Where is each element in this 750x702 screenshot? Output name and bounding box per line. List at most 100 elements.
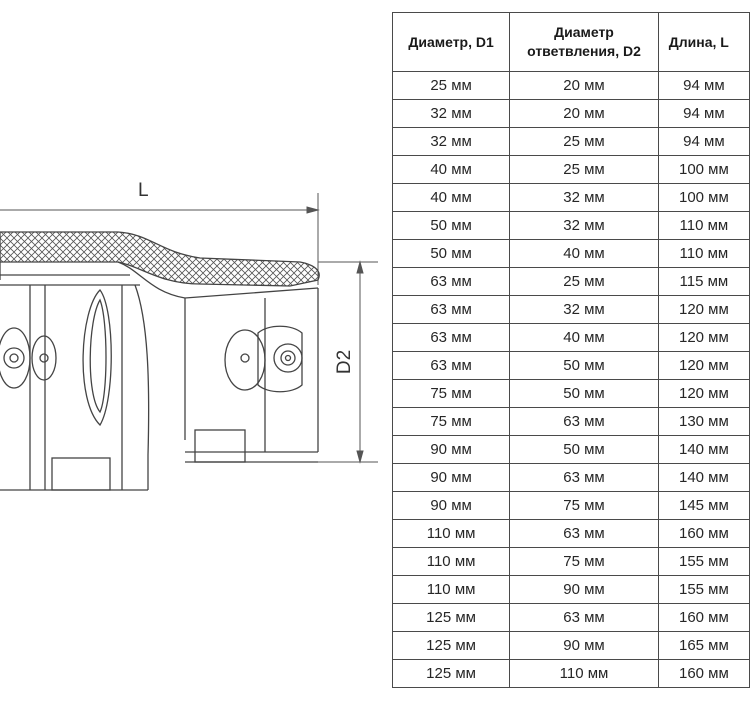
cell-length: 115 мм — [657, 267, 750, 296]
cell-diameter-d1: 110 мм — [391, 519, 511, 548]
cell-diameter-d1: 125 мм — [391, 659, 511, 688]
cell-length: 100 мм — [657, 183, 750, 212]
length-label: L — [138, 180, 149, 201]
cell-branch-diameter-d2: 32 мм — [509, 183, 659, 212]
cell-length: 140 мм — [657, 435, 750, 464]
cell-branch-diameter-d2: 20 мм — [509, 71, 659, 100]
cell-branch-diameter-d2: 40 мм — [509, 323, 659, 352]
header-d2-line2: ответвления, D2 — [527, 43, 641, 59]
cell-diameter-d1: 125 мм — [391, 631, 511, 660]
cell-branch-diameter-d2: 25 мм — [509, 155, 659, 184]
cell-branch-diameter-d2: 63 мм — [509, 603, 659, 632]
cell-diameter-d1: 90 мм — [391, 491, 511, 520]
cell-diameter-d1: 63 мм — [391, 267, 511, 296]
cell-length: 120 мм — [657, 351, 750, 380]
cell-length: 145 мм — [657, 491, 750, 520]
cell-branch-diameter-d2: 50 мм — [509, 379, 659, 408]
header-d2-line1: Диаметр — [554, 24, 614, 40]
cell-diameter-d1: 50 мм — [391, 239, 511, 268]
cell-diameter-d1: 63 мм — [391, 323, 511, 352]
cell-diameter-d1: 32 мм — [391, 99, 511, 128]
cell-branch-diameter-d2: 63 мм — [509, 519, 659, 548]
cell-diameter-d1: 63 мм — [391, 351, 511, 380]
cell-branch-diameter-d2: 90 мм — [509, 575, 659, 604]
cell-length: 160 мм — [657, 603, 750, 632]
cell-length: 160 мм — [657, 659, 750, 688]
cell-diameter-d1: 110 мм — [391, 547, 511, 576]
cell-length: 94 мм — [657, 127, 750, 156]
cell-length: 165 мм — [657, 631, 750, 660]
length-dimension — [0, 193, 320, 285]
cell-diameter-d1: 75 мм — [391, 407, 511, 436]
fitting-body — [0, 261, 319, 491]
d2-label: D2 — [334, 350, 355, 374]
cell-branch-diameter-d2: 90 мм — [509, 631, 659, 660]
reducer-technical-drawing: L D2 — [0, 180, 378, 491]
cell-branch-diameter-d2: 25 мм — [509, 267, 659, 296]
cell-diameter-d1: 90 мм — [391, 463, 511, 492]
cell-diameter-d1: 110 мм — [391, 575, 511, 604]
d2-dimension — [318, 260, 378, 464]
specification-table: Диаметр, D1 Диаметр ответвления, D2 Длин… — [391, 12, 750, 688]
cell-diameter-d1: 75 мм — [391, 379, 511, 408]
cell-length: 94 мм — [657, 71, 750, 100]
cell-length: 130 мм — [657, 407, 750, 436]
cell-branch-diameter-d2: 40 мм — [509, 239, 659, 268]
right-terminal — [224, 325, 303, 393]
table-header-row: Диаметр, D1 Диаметр ответвления, D2 Длин… — [391, 12, 750, 72]
cell-diameter-d1: 40 мм — [391, 183, 511, 212]
cell-diameter-d1: 32 мм — [391, 127, 511, 156]
cell-branch-diameter-d2: 50 мм — [509, 351, 659, 380]
cell-diameter-d1: 63 мм — [391, 295, 511, 324]
cell-branch-diameter-d2: 75 мм — [509, 491, 659, 520]
cell-length: 110 мм — [657, 211, 750, 240]
cell-branch-diameter-d2: 63 мм — [509, 407, 659, 436]
header-diameter-d1: Диаметр, D1 — [391, 12, 511, 72]
cell-length: 155 мм — [657, 575, 750, 604]
cell-branch-diameter-d2: 50 мм — [509, 435, 659, 464]
cell-length: 155 мм — [657, 547, 750, 576]
cell-branch-diameter-d2: 75 мм — [509, 547, 659, 576]
header-length: Длина, L — [657, 12, 750, 72]
left-terminal — [0, 327, 57, 389]
header-branch-diameter-d2: Диаметр ответвления, D2 — [509, 12, 659, 72]
cell-diameter-d1: 90 мм — [391, 435, 511, 464]
cell-diameter-d1: 25 мм — [391, 71, 511, 100]
cell-branch-diameter-d2: 110 мм — [509, 659, 659, 688]
cell-length: 100 мм — [657, 155, 750, 184]
cell-diameter-d1: 125 мм — [391, 603, 511, 632]
cell-length: 140 мм — [657, 463, 750, 492]
cell-branch-diameter-d2: 32 мм — [509, 295, 659, 324]
cell-branch-diameter-d2: 20 мм — [509, 99, 659, 128]
cell-length: 120 мм — [657, 323, 750, 352]
cell-branch-diameter-d2: 63 мм — [509, 463, 659, 492]
cell-length: 110 мм — [657, 239, 750, 268]
cell-length: 160 мм — [657, 519, 750, 548]
cell-branch-diameter-d2: 32 мм — [509, 211, 659, 240]
coil-section-hatched — [0, 231, 320, 287]
cell-length: 94 мм — [657, 99, 750, 128]
cell-diameter-d1: 40 мм — [391, 155, 511, 184]
